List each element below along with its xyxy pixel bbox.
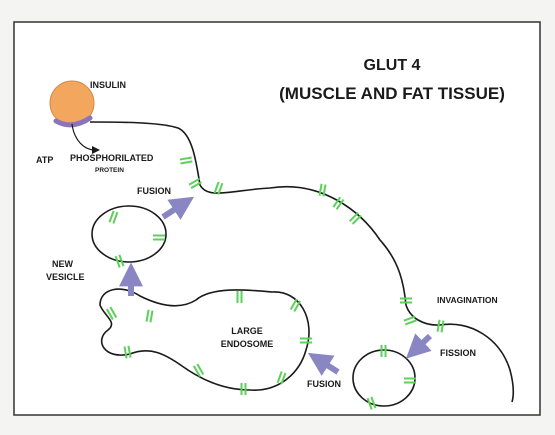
label-large: LARGE	[231, 326, 263, 336]
label-insulin: INSULIN	[90, 80, 126, 90]
label-fusion-bottom: FUSION	[307, 379, 341, 389]
label-phosphorilated: PHOSPHORILATED	[70, 153, 154, 163]
label-fusion-top: FUSION	[137, 186, 171, 196]
label-atp: ATP	[36, 155, 53, 165]
label-fission: FISSION	[440, 348, 476, 358]
label-protein: PROTEIN	[95, 167, 124, 174]
label-invagination: INVAGINATION	[437, 295, 498, 305]
label-endosome: ENDOSOME	[221, 339, 274, 349]
label-new: NEW	[52, 259, 74, 269]
title-line2: (MUSCLE AND FAT TISSUE)	[279, 84, 505, 103]
label-vesicle: VESICLE	[46, 272, 85, 282]
title-line1: GLUT 4	[364, 57, 421, 74]
